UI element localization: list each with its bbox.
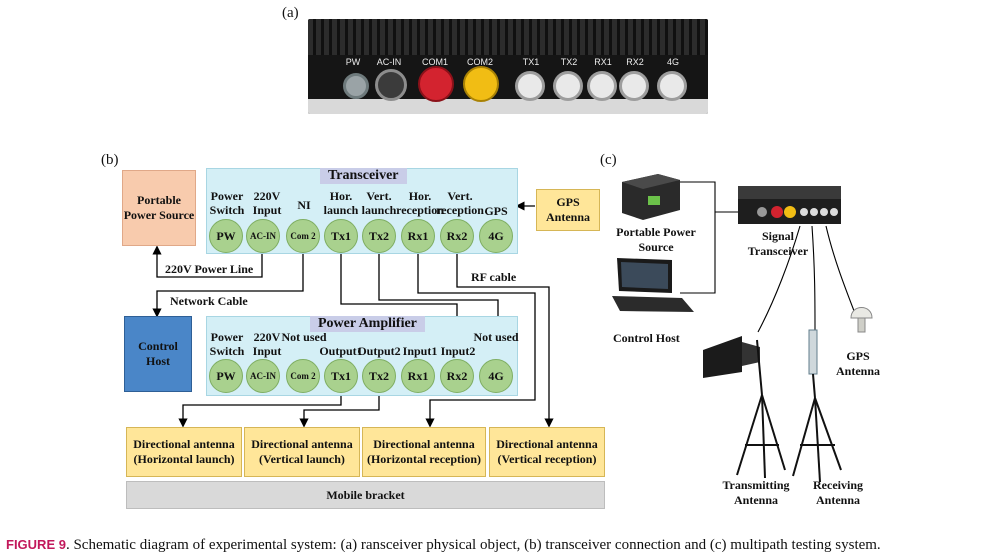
panel-c-control-host-label: Control Host — [613, 331, 680, 345]
transceiver-port-rx1: Rx1 — [401, 219, 435, 253]
port-label-ac-in: AC-IN — [376, 57, 402, 67]
amplifier-port-ac-in: AC-IN — [246, 359, 280, 393]
transceiver-port-tx2: Tx2 — [362, 219, 396, 253]
amplifier-port-pw: PW — [209, 359, 243, 393]
rf-cable-label: RF cable — [471, 270, 517, 284]
caption-text: . Schematic diagram of experimental syst… — [65, 537, 881, 553]
antenna-horizontal-launch: Directional antenna (Horizontal launch) — [126, 427, 242, 477]
transceiver-port-pw: PW — [209, 219, 243, 253]
transceiver-photo: PW AC-IN COM1 COM2 TX1 TX2 RX1 RX2 4G — [308, 19, 708, 114]
panel-a-label: (a) — [282, 5, 299, 21]
amplifier-col-label: Output1 — [319, 344, 363, 358]
port-label-com1: COM1 — [421, 57, 448, 67]
4g-connector — [657, 71, 687, 101]
rx2-connector — [619, 71, 649, 101]
amplifier-port-tx2: Tx2 — [362, 359, 396, 393]
network-cable-label: Network Cable — [170, 294, 248, 308]
amplifier-col-label: Input1 — [402, 344, 438, 358]
transceiver-port-rx2: Rx2 — [440, 219, 474, 253]
portable-power-source-icon — [622, 174, 680, 220]
transceiver-col-label: Vert. reception — [436, 189, 484, 217]
ac-in-connector — [375, 69, 407, 101]
control-host-box: Control Host — [124, 316, 192, 392]
port-label-rx2: RX2 — [626, 57, 644, 67]
signal-transceiver-icon — [738, 186, 841, 224]
gps-antenna-box: GPS Antenna — [536, 189, 600, 231]
amplifier-col-label: 220V Input — [252, 330, 282, 358]
amplifier-port-4g: 4G — [479, 359, 513, 393]
port-label-tx2: TX2 — [560, 57, 578, 67]
amplifier-col-label: Not used — [281, 330, 327, 344]
transmitting-tripod-icon — [736, 339, 786, 479]
power-switch-connector — [343, 73, 369, 99]
transceiver-port-4g: 4G — [479, 219, 513, 253]
antenna-horizontal-reception: Directional antenna (Horizontal receptio… — [362, 427, 486, 477]
antenna-vertical-launch: Directional antenna (Vertical launch) — [244, 427, 360, 477]
amplifier-col-label: Not used — [473, 330, 519, 344]
rx1-connector — [587, 71, 617, 101]
control-host-laptop-icon — [612, 258, 694, 312]
transceiver-col-label: Vert. launch — [361, 189, 397, 217]
transceiver-col-label: 220V Input — [252, 189, 282, 217]
amplifier-port-com2: Com 2 — [286, 359, 320, 393]
transceiver-col-label: Hor. launch — [323, 189, 359, 217]
amplifier-port-rx1: Rx1 — [401, 359, 435, 393]
port-label-pw: PW — [345, 57, 361, 67]
power-amplifier-title: Power Amplifier — [310, 316, 425, 332]
device-table-surface — [308, 99, 708, 114]
panel-c-gps-antenna-label: GPS Antenna — [835, 349, 880, 378]
portable-power-source-box: Portable Power Source — [122, 170, 196, 246]
port-label-com2: COM2 — [466, 57, 493, 67]
panel-c-transmitting-antenna-label: Transmitting Antenna — [722, 478, 790, 507]
port-label-tx1: TX1 — [522, 57, 540, 67]
transceiver-col-label: GPS — [484, 204, 508, 218]
transceiver-col-label: Power Switch — [209, 189, 245, 217]
com1-connector — [418, 66, 454, 102]
port-label-rx1: RX1 — [594, 57, 612, 67]
transceiver-port-com2: Com 2 — [286, 219, 320, 253]
gps-antenna-icon — [850, 307, 873, 333]
panel-c-receiving-antenna-label: Receiving Antenna — [813, 478, 863, 507]
transceiver-title: Transceiver — [320, 168, 407, 184]
amplifier-port-rx2: Rx2 — [440, 359, 474, 393]
panel-c-label: (c) — [600, 152, 617, 168]
receiving-tripod-icon — [792, 373, 842, 483]
mobile-bracket-bar: Mobile bracket — [126, 481, 605, 509]
amplifier-port-tx1: Tx1 — [324, 359, 358, 393]
power-line-label: 220V Power Line — [165, 262, 254, 276]
transceiver-port-ac-in: AC-IN — [246, 219, 280, 253]
amplifier-col-label: Input2 — [440, 344, 476, 358]
port-label-4g: 4G — [666, 57, 679, 67]
panel-b-label: (b) — [101, 152, 119, 168]
tx2-connector — [553, 71, 583, 101]
panel-c-power-source-label: Portable Power Source — [616, 225, 696, 254]
figure-number: FIGURE 9 — [6, 537, 66, 552]
transceiver-col-label: Hor. reception — [396, 189, 444, 217]
receiving-antenna-icon — [808, 329, 818, 375]
com2-connector — [463, 66, 499, 102]
heatsink-fins — [308, 19, 708, 55]
tx1-connector — [515, 71, 545, 101]
transceiver-port-tx1: Tx1 — [324, 219, 358, 253]
antenna-vertical-reception: Directional antenna (Vertical reception) — [489, 427, 605, 477]
transmitting-horn-antenna-icon — [703, 336, 760, 378]
amplifier-col-label: Power Switch — [209, 330, 245, 358]
figure-caption: FIGURE 9. Schematic diagram of experimen… — [6, 537, 881, 554]
amplifier-col-label: Output2 — [357, 344, 401, 358]
transceiver-col-label: NI — [297, 198, 311, 212]
panel-c-signal-transceiver-label: Signal Transceiver — [747, 229, 809, 258]
